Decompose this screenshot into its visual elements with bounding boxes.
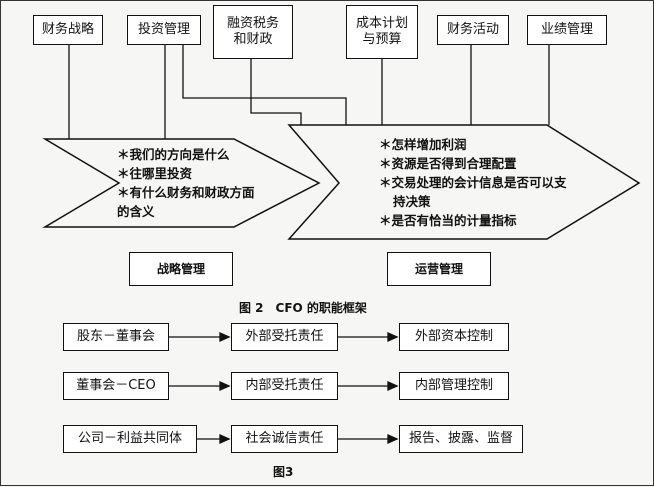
figure3-caption: 图3	[273, 465, 294, 479]
operations-bullets: ＊怎样增加利润 ＊资源是否得到合理配置 ＊交易处理的会计信息是否可以支 持决策 …	[379, 135, 567, 230]
strategy-bullet: ＊我们的方向是什么	[117, 147, 230, 162]
strategy-bullet: ＊有什么财务和财政方面	[117, 185, 255, 200]
row1-left-box: 股东－董事会	[63, 323, 169, 351]
box-financial-activities: 财务活动	[437, 15, 509, 45]
box-investment-management: 投资管理	[127, 15, 201, 45]
strategy-bullets: ＊我们的方向是什么 ＊往哪里投资 ＊有什么财务和财政方面 的含义	[117, 145, 255, 221]
row1-middle-box: 外部受托责任	[231, 323, 338, 351]
label-strategy-management: 战略管理	[129, 252, 233, 286]
box-financial-strategy: 财务战略	[33, 15, 103, 45]
operations-bullet: 持决策	[393, 194, 431, 209]
row3-middle-box: 社会诚信责任	[231, 425, 338, 453]
row2-left-box: 董事会－CEO	[63, 372, 169, 400]
strategy-chevron	[42, 138, 321, 228]
row2-middle-box: 内部受托责任	[231, 372, 338, 400]
connector-investment-ops	[182, 45, 347, 125]
strategy-bullet: 的含义	[117, 204, 155, 219]
box-performance-management: 业绩管理	[527, 15, 607, 45]
operations-bullet: ＊资源是否得到合理配置	[379, 156, 517, 171]
label-operations-management: 运营管理	[387, 252, 491, 286]
row3-left-box: 公司－利益共同体	[63, 425, 197, 453]
row3-right-box: 报告、披露、监督	[399, 425, 523, 453]
box-financing-tax-treasury: 融资税务 和财政	[213, 5, 293, 59]
connector-financing	[250, 59, 302, 125]
operations-bullet: ＊交易处理的会计信息是否可以支	[379, 175, 567, 190]
row1-right-box: 外部资本控制	[399, 323, 509, 351]
operations-bullet: ＊怎样增加利润	[379, 137, 467, 152]
operations-chevron	[287, 124, 641, 240]
operations-bullet: ＊是否有恰当的计量指标	[379, 213, 517, 228]
strategy-bullet: ＊往哪里投资	[117, 166, 193, 181]
row2-right-box: 内部管理控制	[399, 372, 509, 400]
figure2-caption: 图 2 CFO 的职能框架	[239, 301, 367, 315]
box-cost-planning-budget: 成本计划 与预算	[346, 5, 418, 59]
